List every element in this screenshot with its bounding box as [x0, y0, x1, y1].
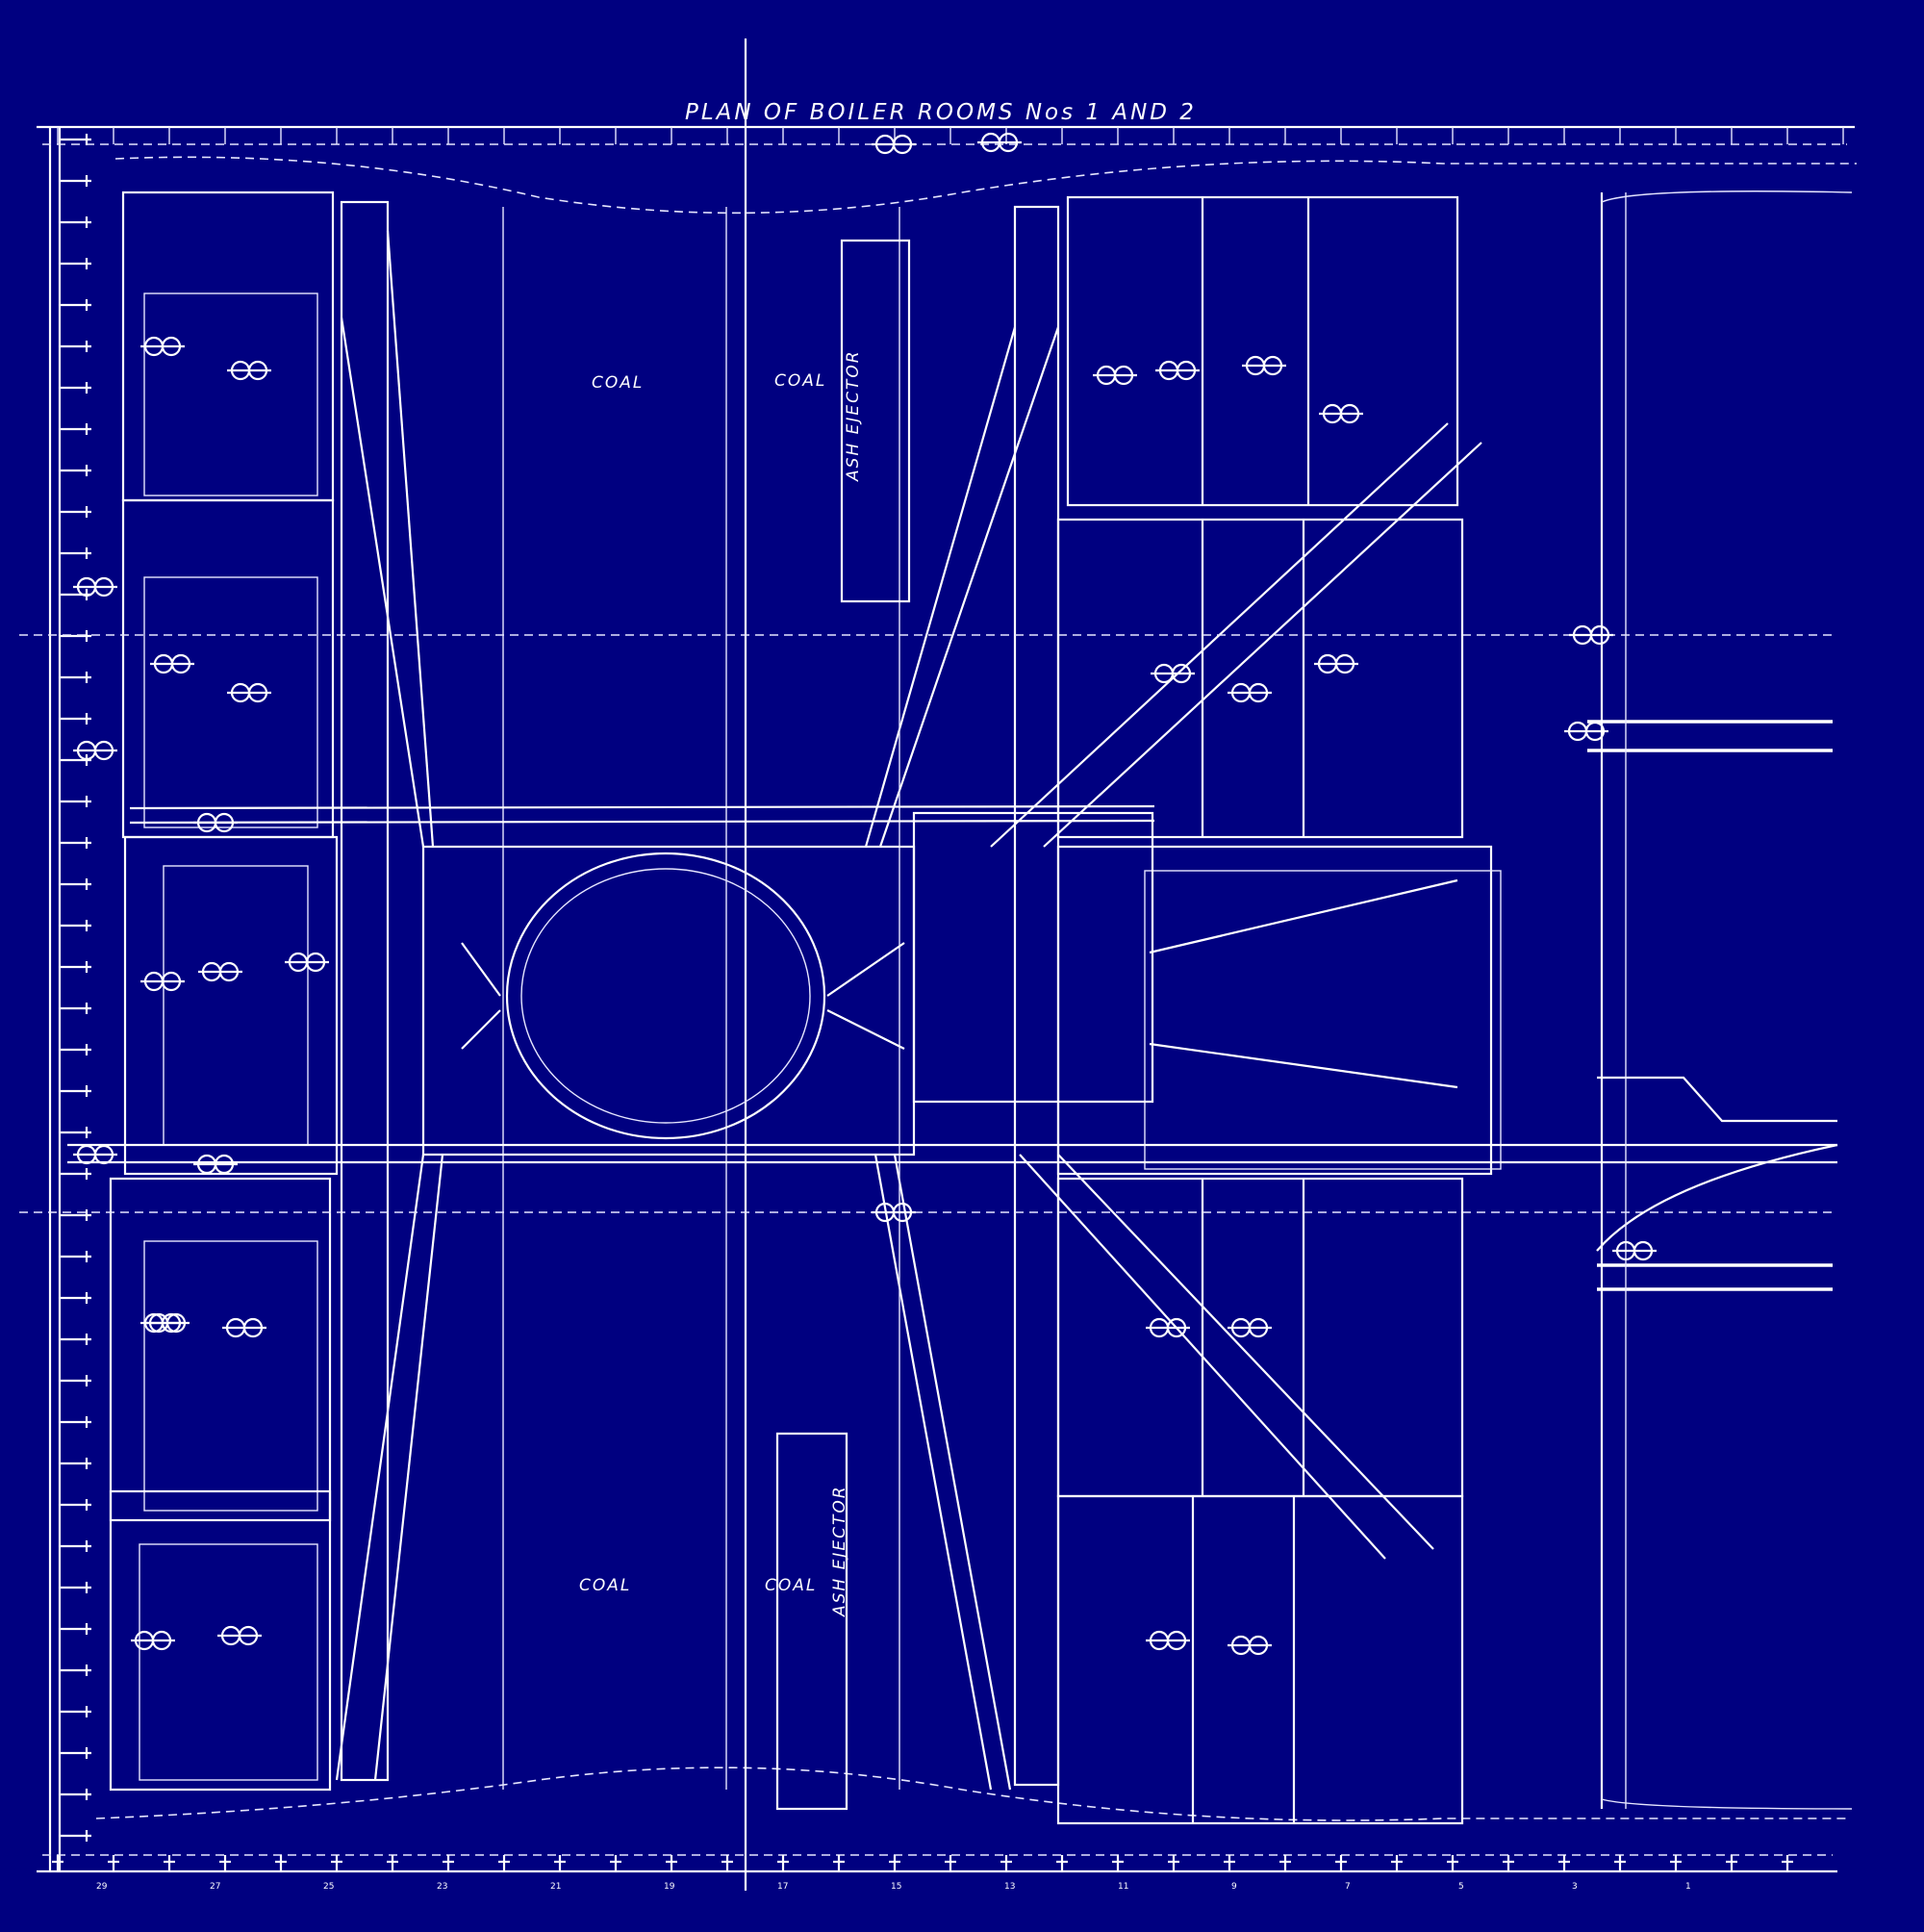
valve-fitting [1314, 653, 1358, 674]
frame-number: 29 [96, 1882, 108, 1892]
frame-number: 17 [777, 1882, 788, 1892]
ash-ejector-label-bottom: ASH EJECTOR [830, 1485, 849, 1617]
valve-fitting [285, 952, 329, 973]
valve-fitting [872, 134, 916, 155]
frame-numbers: 29 27 25 23 21 19 17 15 13 11 9 7 5 3 1 [96, 1882, 1691, 1892]
coal-label-top-right: COAL [774, 371, 826, 391]
valve-fitting [1151, 663, 1195, 684]
frame-number: 23 [437, 1882, 447, 1892]
valve-fitting [73, 1144, 117, 1165]
frame-ticks-top [57, 127, 1844, 144]
steam-pipes [19, 634, 1838, 1291]
boiler-middle-left [123, 835, 339, 1176]
valve-fitting [1564, 721, 1608, 742]
valve-fitting [1612, 1240, 1657, 1261]
right-compartment [1600, 191, 1853, 1810]
valve-fitting [1146, 1630, 1190, 1651]
valve-fitting [150, 653, 194, 674]
valve-fitting [1228, 682, 1272, 703]
coal-label-bottom-right: COAL [765, 1576, 817, 1595]
valve-fittings [73, 132, 1657, 1656]
frame-number: 25 [323, 1882, 334, 1892]
valve-fitting [140, 971, 185, 992]
valve-fitting [131, 1630, 175, 1651]
frame-number: 7 [1345, 1882, 1351, 1892]
valve-fitting [1569, 624, 1613, 646]
valve-fitting [977, 132, 1022, 153]
drawing-title: PLAN OF BOILER ROOMS Nos 1 AND 2 [685, 100, 1197, 125]
frame-number: 19 [664, 1882, 675, 1892]
coal-label-bottom-left: COAL [579, 1576, 631, 1595]
hull-outline [37, 38, 1857, 1891]
valve-fitting [73, 740, 117, 761]
valve-fitting [193, 812, 238, 833]
valve-fitting [222, 1317, 266, 1338]
valve-fitting [227, 360, 271, 381]
valve-fitting [198, 961, 242, 982]
valve-fitting [217, 1625, 262, 1646]
frame-number: 3 [1572, 1882, 1578, 1892]
valve-fitting [1228, 1317, 1272, 1338]
frame-number: 21 [550, 1882, 561, 1892]
frame-number: 11 [1118, 1882, 1128, 1892]
frame-ticks-bottom [52, 1855, 1793, 1871]
diagonal-braces [990, 422, 1482, 1560]
frame-number: 13 [1004, 1882, 1015, 1892]
valve-fitting [73, 576, 117, 597]
valve-fitting [140, 1312, 185, 1334]
central-uptake [421, 811, 1154, 1157]
frame-number: 27 [210, 1882, 220, 1892]
boiler-lower-left [109, 1177, 332, 1792]
valve-fitting [1319, 403, 1363, 424]
valve-fitting [1228, 1635, 1272, 1656]
valve-fitting [193, 1154, 238, 1175]
boiler-lower-right [1056, 1177, 1464, 1825]
valve-fitting [1146, 1317, 1190, 1338]
frame-number: 1 [1685, 1882, 1691, 1892]
boiler-upper-left [121, 191, 335, 839]
frame-number: 5 [1458, 1882, 1464, 1892]
frame-ticks-left [60, 134, 91, 1842]
ash-ejector-label-top: ASH EJECTOR [844, 349, 863, 482]
coal-label-top-left: COAL [592, 373, 644, 393]
valve-fitting [1242, 355, 1286, 376]
ash-ejector-top-rail [840, 239, 911, 603]
valve-fitting [1155, 360, 1200, 381]
coal-bunker-structure [335, 200, 1060, 1791]
frame-number: 15 [891, 1882, 901, 1892]
boiler-upper-right [1056, 195, 1464, 839]
frame-number: 9 [1231, 1882, 1237, 1892]
boiler-middle-right [1056, 845, 1502, 1176]
valve-fitting [140, 336, 185, 357]
valve-fitting [1093, 365, 1137, 386]
valve-fitting [227, 682, 271, 703]
ash-ejector-bottom-rail [775, 1432, 848, 1811]
valve-fitting [872, 1202, 916, 1223]
